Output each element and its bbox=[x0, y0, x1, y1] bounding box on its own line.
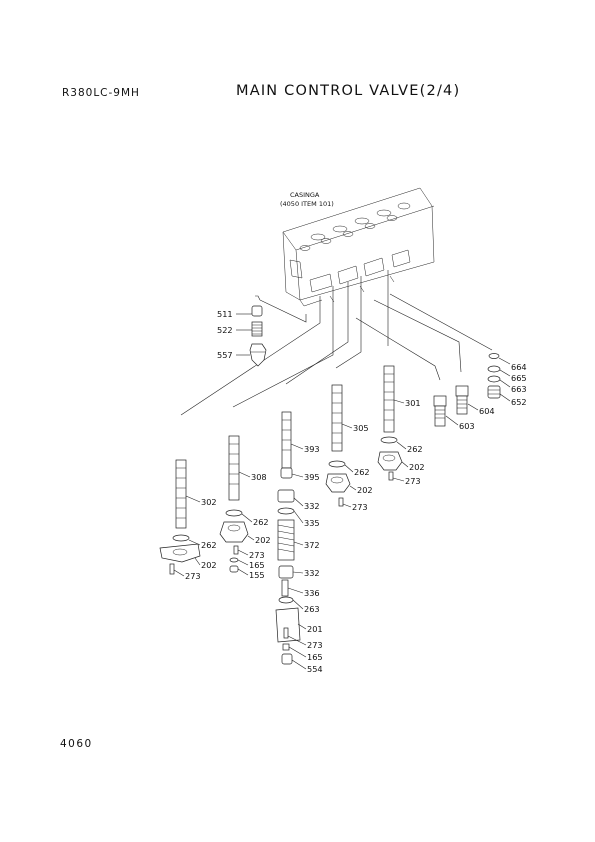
label-395: 395 bbox=[304, 472, 320, 482]
label-262: 262 bbox=[354, 467, 370, 477]
label-202: 202 bbox=[201, 560, 217, 570]
label-262: 262 bbox=[253, 517, 269, 527]
label-301: 301 bbox=[405, 398, 421, 408]
label-557: 557 bbox=[217, 350, 233, 360]
label-604: 604 bbox=[479, 406, 495, 416]
casing-name: CASINGA bbox=[290, 191, 320, 199]
label-663: 663 bbox=[511, 384, 527, 394]
label-262: 262 bbox=[407, 444, 423, 454]
spool-393 bbox=[275, 411, 301, 665]
spool-305 bbox=[325, 384, 351, 507]
label-201: 201 bbox=[307, 624, 323, 634]
page-number: 4060 bbox=[60, 738, 93, 750]
label-665: 665 bbox=[511, 373, 527, 383]
explode-lines bbox=[180, 270, 493, 416]
label-273: 273 bbox=[249, 550, 265, 560]
label-511: 511 bbox=[217, 309, 233, 319]
spool-308 bbox=[219, 435, 249, 573]
label-leaders bbox=[173, 313, 511, 670]
label-372: 372 bbox=[304, 540, 320, 550]
label-664: 664 bbox=[511, 362, 527, 372]
label-554: 554 bbox=[307, 664, 323, 674]
label-302: 302 bbox=[201, 497, 217, 507]
label-332: 332 bbox=[304, 501, 320, 511]
label-202: 202 bbox=[357, 485, 373, 495]
label-165: 165 bbox=[307, 652, 323, 662]
label-263: 263 bbox=[304, 604, 320, 614]
label-155: 155 bbox=[249, 570, 265, 580]
label-262: 262 bbox=[201, 540, 217, 550]
label-522: 522 bbox=[217, 325, 233, 335]
casing-block bbox=[282, 187, 435, 307]
label-335: 335 bbox=[304, 518, 320, 528]
label-336: 336 bbox=[304, 588, 320, 598]
casing-ref: (4050 ITEM 101) bbox=[280, 200, 334, 208]
label-273: 273 bbox=[307, 640, 323, 650]
label-652: 652 bbox=[511, 397, 527, 407]
spool-302 bbox=[159, 459, 201, 575]
label-393: 393 bbox=[304, 444, 320, 454]
label-273: 273 bbox=[405, 476, 421, 486]
page-title: MAIN CONTROL VALVE(2/4) bbox=[236, 83, 461, 99]
right-fittings bbox=[433, 353, 501, 427]
label-202: 202 bbox=[409, 462, 425, 472]
part-labels: 511 522 557 664 665 663 652 604 603 301 … bbox=[185, 309, 527, 674]
label-603: 603 bbox=[459, 421, 475, 431]
label-332: 332 bbox=[304, 568, 320, 578]
relief-valve-group bbox=[249, 305, 267, 367]
model-number: R380LC-9MH bbox=[62, 87, 140, 99]
spool-301 bbox=[377, 365, 403, 481]
label-273: 273 bbox=[352, 502, 368, 512]
label-273: 273 bbox=[185, 571, 201, 581]
label-165: 165 bbox=[249, 560, 265, 570]
label-305: 305 bbox=[353, 423, 369, 433]
label-308: 308 bbox=[251, 472, 267, 482]
label-202: 202 bbox=[255, 535, 271, 545]
